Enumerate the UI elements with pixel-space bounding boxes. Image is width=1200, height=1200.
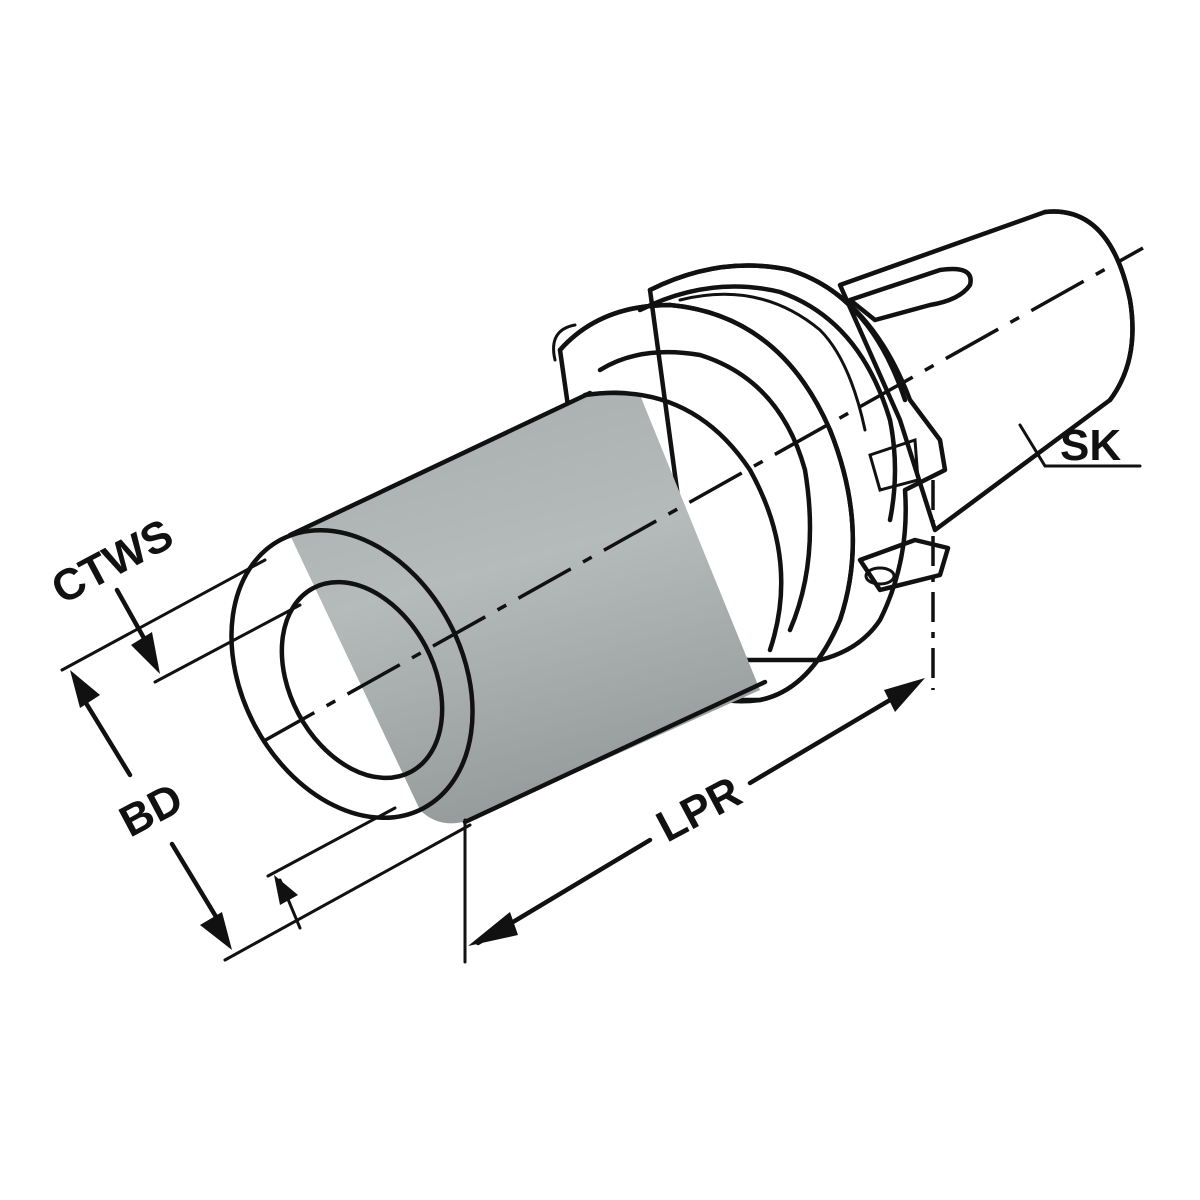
label-bd: BD <box>112 774 191 847</box>
center-axis <box>261 246 1144 744</box>
steep-taper <box>837 209 1135 533</box>
label-lpr: LPR <box>649 767 750 852</box>
lpr-dimension <box>468 678 925 946</box>
dimension-lines <box>60 423 1142 964</box>
gripper-flange <box>637 263 951 663</box>
label-ctws: CTWS <box>44 510 181 614</box>
ctws-dimension <box>114 587 302 930</box>
label-sk: SK <box>1060 421 1121 470</box>
bd-dimension <box>70 670 232 950</box>
flange-collar <box>552 302 856 704</box>
bore-sleeve <box>229 390 784 825</box>
